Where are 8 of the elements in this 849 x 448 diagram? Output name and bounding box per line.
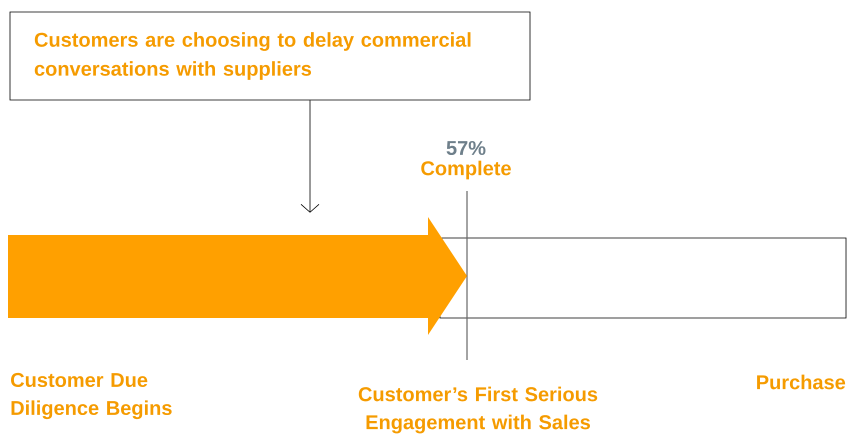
- progress-arrow: [8, 217, 467, 335]
- milestone-label: Purchase: [757, 374, 846, 390]
- percent-label: 57%: [446, 140, 486, 156]
- milestone-label: Customer Due Diligence Begins: [11, 372, 172, 420]
- callout-box: Customers are choosing to delay commercial conversations with suppliers: [10, 12, 530, 100]
- milestone-label: Complete: [421, 160, 511, 180]
- milestone-label: Customer’s First Serious Engagement with Sales: [358, 386, 598, 434]
- arrow: [300, 100, 320, 213]
